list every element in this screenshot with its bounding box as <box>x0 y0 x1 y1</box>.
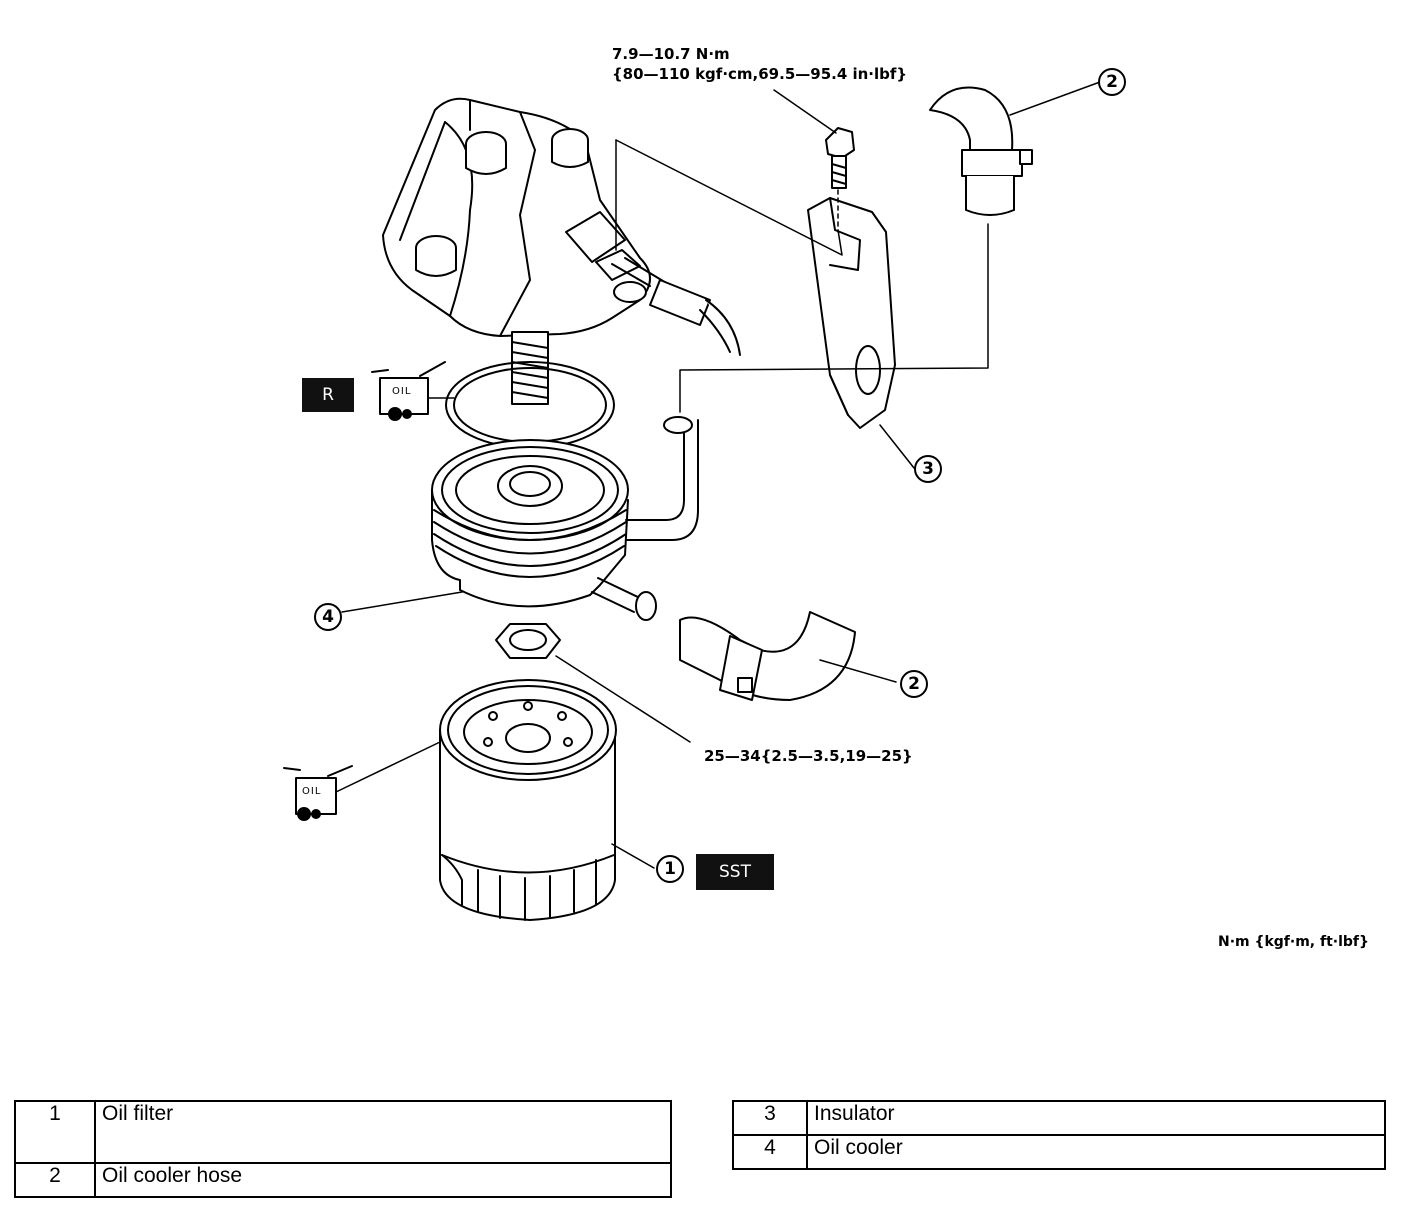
part-number: 2 <box>14 1162 96 1198</box>
oil-cooler-hose-upper <box>929 86 1033 216</box>
table-row: 2 Oil cooler hose <box>14 1162 672 1198</box>
oil-cooler-nut <box>495 623 561 659</box>
sst-tag: SST <box>696 854 774 890</box>
insulator <box>807 197 896 429</box>
table-row: 4 Oil cooler <box>732 1134 1386 1170</box>
oil-can-label: OIL <box>392 386 412 397</box>
oil-filter <box>439 679 617 921</box>
table-row: 1 Oil filter <box>14 1100 672 1164</box>
callout-2-lower: 2 <box>900 670 928 698</box>
callout-3: 3 <box>914 455 942 483</box>
part-name: Insulator <box>806 1100 1386 1136</box>
replace-tag: R <box>302 378 354 412</box>
part-name: Oil cooler <box>806 1134 1386 1170</box>
parts-legend-right: 3 Insulator 4 Oil cooler <box>732 1100 1386 1170</box>
part-name: Oil cooler hose <box>94 1162 672 1198</box>
bolt-torque-alt-units: {80—110 kgf·cm,69.5—95.4 in·lbf} <box>612 65 908 83</box>
part-name: Oil filter <box>94 1100 672 1164</box>
oil-cooler-hose-lower <box>679 611 856 701</box>
callout-2-upper: 2 <box>1098 68 1126 96</box>
oil-cooler <box>431 416 699 621</box>
callout-1: 1 <box>656 855 684 883</box>
callout-4: 4 <box>314 603 342 631</box>
oil-can-icon <box>371 361 446 421</box>
oil-can-label: OIL <box>302 786 322 797</box>
part-number: 3 <box>732 1100 808 1136</box>
nut-torque-spec: 25—34{2.5—3.5,19—25} <box>704 747 913 765</box>
part-number: 4 <box>732 1134 808 1170</box>
oil-filter-adapter-housing <box>382 97 741 405</box>
torque-units-note: N·m {kgf·m, ft·lbf} <box>1218 934 1369 950</box>
bolt-torque-nm: 7.9—10.7 N·m <box>612 45 730 63</box>
oil-can-icon <box>283 765 353 821</box>
leader-lines <box>335 81 1101 869</box>
part-number: 1 <box>14 1100 96 1164</box>
table-row: 3 Insulator <box>732 1100 1386 1136</box>
parts-legend-left: 1 Oil filter 2 Oil cooler hose <box>14 1100 672 1198</box>
bolt-torque-spec: 7.9—10.7 N·m {80—110 kgf·cm,69.5—95.4 in… <box>612 44 907 84</box>
insulator-bolt <box>825 127 855 189</box>
